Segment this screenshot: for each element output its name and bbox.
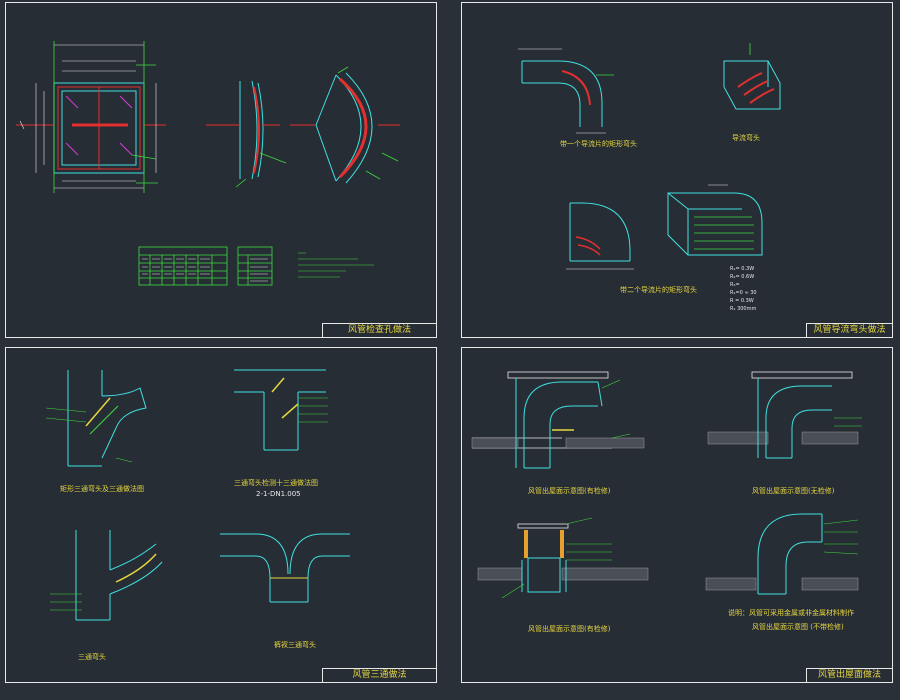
formula-line: R₃= xyxy=(730,282,740,288)
formula-line: R = 0.3W xyxy=(730,298,754,304)
caption-double-vane-elbow: 带二个导流片的矩形弯头 xyxy=(620,286,697,294)
sheet-title-roof-outlet: 风管出屋面做法 xyxy=(806,668,892,682)
sheet-title-tee: 风管三通做法 xyxy=(322,668,436,682)
inspection-hole-drawing xyxy=(16,41,400,286)
caption-guide-elbow: 导流弯头 xyxy=(732,134,760,142)
caption-roof-outlet-b: 风管出屋面示意图(无检修) xyxy=(752,487,835,495)
sheet-title-guide-elbow: 风管导流弯头做法 xyxy=(806,323,892,337)
tee-drawing xyxy=(45,369,350,621)
caption-pants-tee: 裤衩三通弯头 xyxy=(274,641,316,649)
roof-outlet-drawing xyxy=(471,371,862,599)
sheet-title-inspection-hole: 风管检查孔做法 xyxy=(322,323,436,337)
caption-tee-elbow-code: 2-1-DN1.005 xyxy=(256,490,301,498)
guide-elbow-drawing xyxy=(518,43,781,270)
roof-outlet-note: 说明：风管可采用金属或非金属材料制作 xyxy=(728,609,854,617)
formula-line: R₁= 0.3W xyxy=(730,266,755,272)
caption-tee-bend: 三通弯头 xyxy=(78,653,106,661)
drawing-sheet-roof-outlet: 风管出屋面示意图(有检修) 风管出屋面示意图(无检修) 风管出屋面示意图(有检修… xyxy=(461,347,893,683)
drawing-sheet-guide-elbow: 带一个导流片的矩形弯头 导流弯头 带二个导流片的矩形弯头 R₁= 0.3W R₂… xyxy=(461,2,893,338)
drawing-sheet-tee: 矩形三通弯头及三通做法图 三通弯头检测十三通做法图 2-1-DN1.005 三通… xyxy=(5,347,437,683)
caption-rect-tee: 矩形三通弯头及三通做法图 xyxy=(60,485,144,493)
caption-tee-elbow: 三通弯头检测十三通做法图 xyxy=(234,479,318,487)
caption-roof-outlet-a: 风管出屋面示意图(有检修) xyxy=(528,487,611,495)
formula-line: R₂= 0.6W xyxy=(730,274,755,280)
formula-line: R₁ 300mm xyxy=(730,306,757,312)
caption-roof-outlet-c: 风管出屋面示意图(有检修) xyxy=(528,625,611,633)
formula-line: R₁=0 ≈ 30 xyxy=(730,290,757,296)
formula-notes: R₁= 0.3W R₂= 0.6W R₃= R₁=0 ≈ 30 R = 0.3W… xyxy=(730,265,757,313)
caption-single-vane-elbow: 带一个导流片的矩形弯头 xyxy=(560,140,637,148)
caption-roof-outlet-d: 风管出屋面示意图 (不带检修) xyxy=(752,623,844,631)
drawing-sheet-inspection-hole: 风管检查孔做法 xyxy=(5,2,437,338)
